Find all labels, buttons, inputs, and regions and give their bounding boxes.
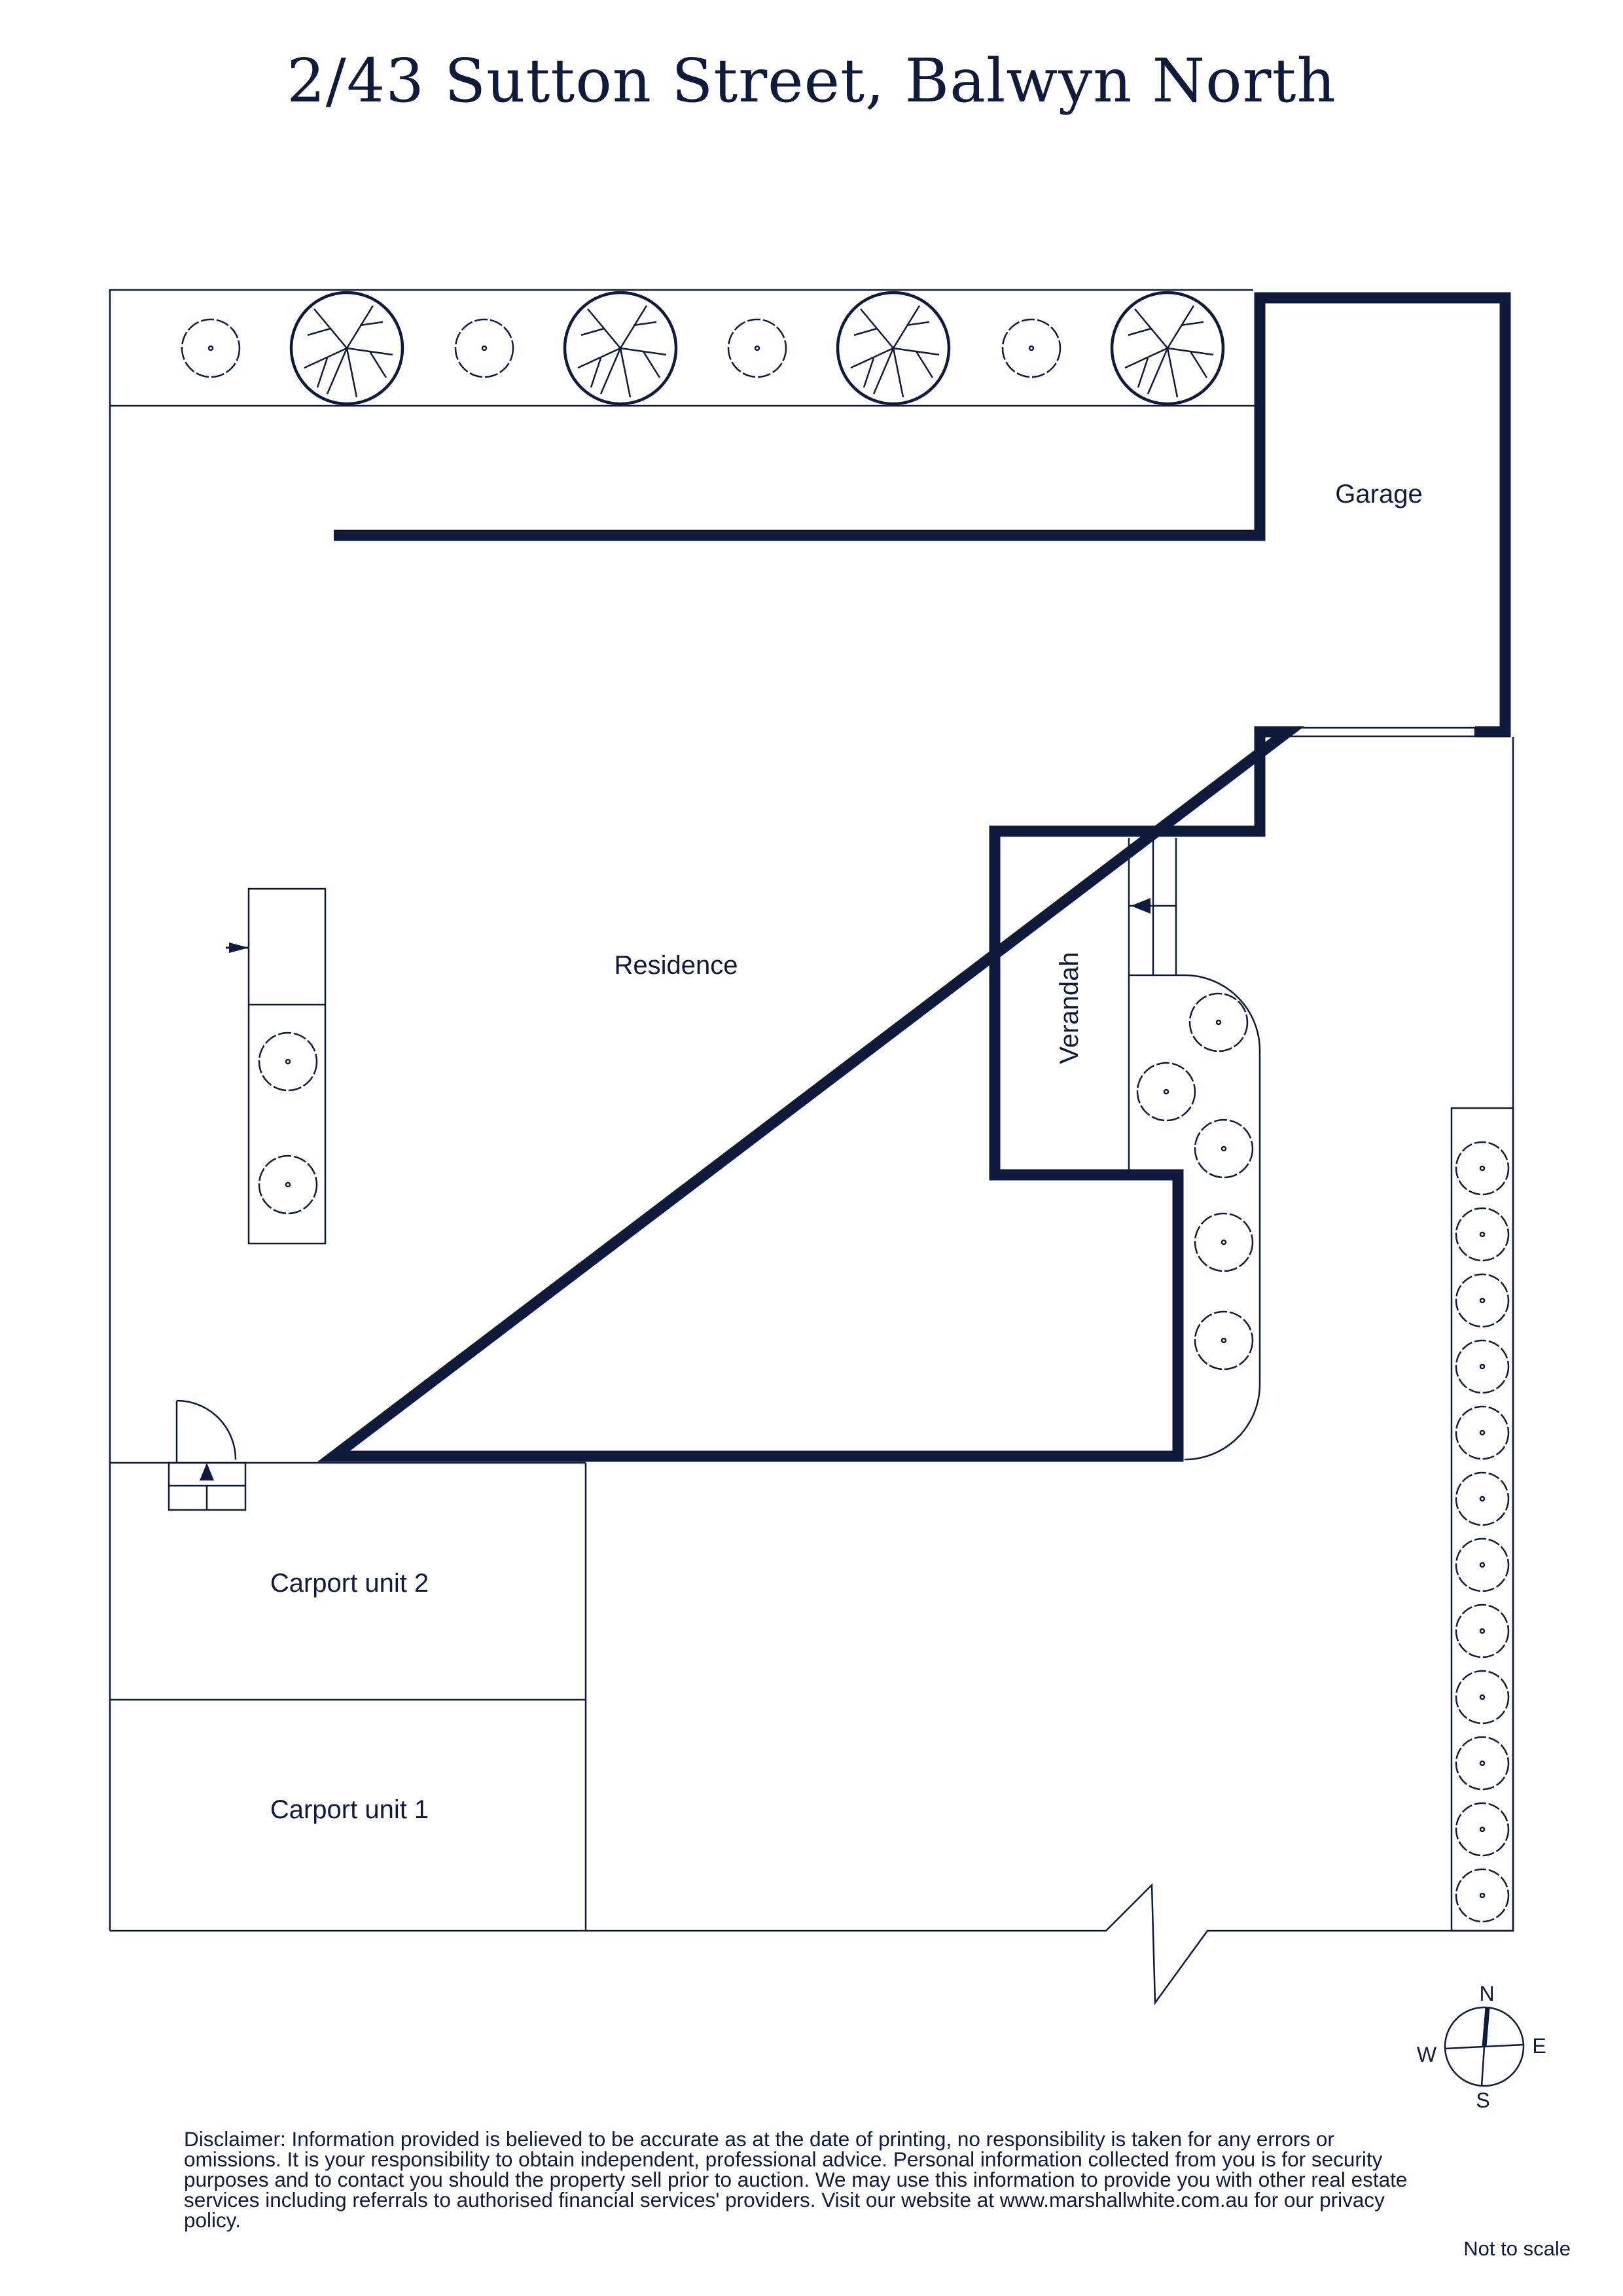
hedge-tree-icon (1455, 1604, 1510, 1659)
hedge-tree-icon (1455, 1868, 1510, 1923)
hedge-tree-icon (1455, 1405, 1510, 1460)
hedge-tree-icon (1455, 1537, 1510, 1592)
small-tree-icon (1194, 1212, 1254, 1272)
small-tree-icon (1188, 992, 1249, 1052)
verandah-entry-arrow-icon (1131, 898, 1150, 914)
front-entry-arrow-icon (200, 1463, 214, 1480)
large-tree-icon (1110, 291, 1225, 406)
hedge-tree-icon (1455, 1141, 1510, 1196)
site-boundary (109, 289, 1514, 2005)
hedge-tree-icon (1455, 1802, 1510, 1857)
hedge-tree-icon (1455, 1273, 1510, 1328)
left-planter-box (247, 888, 327, 1245)
small-tree-icon (258, 1031, 318, 1092)
garage-door (1287, 726, 1476, 738)
garage-label: Garage (1335, 480, 1422, 509)
hedge-tree-icon (1455, 1736, 1510, 1791)
hedge-tree-icon (1455, 1471, 1510, 1526)
hedge-tree-icon (1455, 1670, 1510, 1725)
small-tree-icon (1136, 1062, 1196, 1122)
large-tree-icon (563, 291, 678, 406)
page-title: 2/43 Sutton Street, Balwyn North (287, 46, 1336, 116)
verandah-garden-bed (1129, 974, 1261, 1461)
compass-e: E (1532, 2034, 1546, 2058)
scale-note: Not to scale (1463, 2237, 1571, 2260)
hedge-tree-icon (1455, 1207, 1510, 1262)
compass-n: N (1479, 1982, 1494, 2005)
disclaimer-text: Disclaimer: Information provided is beli… (184, 2127, 1408, 2232)
small-tree-icon (454, 318, 514, 378)
compass-icon: N E S W (1417, 1982, 1546, 2112)
small-tree-icon (181, 318, 241, 378)
small-tree-icon (258, 1155, 318, 1215)
hedge-tree-icon (1455, 1339, 1510, 1394)
large-tree-icon (289, 291, 404, 406)
carport-unit-2-label: Carport unit 2 (270, 1569, 429, 1598)
small-tree-icon (727, 318, 787, 378)
small-tree-icon (1001, 318, 1061, 378)
small-tree-icon (1194, 1310, 1254, 1371)
compass-w: W (1417, 2043, 1437, 2066)
entry-door-swing (176, 1399, 237, 1460)
right-planter-strip (1450, 1107, 1514, 1932)
carport-unit-1-label: Carport unit 1 (270, 1795, 429, 1824)
compass-s: S (1476, 2089, 1489, 2112)
residence-walls (317, 292, 1511, 1462)
verandah-label: Verandah (1055, 952, 1084, 1064)
small-tree-icon (1194, 1119, 1254, 1179)
large-tree-icon (836, 291, 951, 406)
residence-label: Residence (614, 951, 738, 980)
